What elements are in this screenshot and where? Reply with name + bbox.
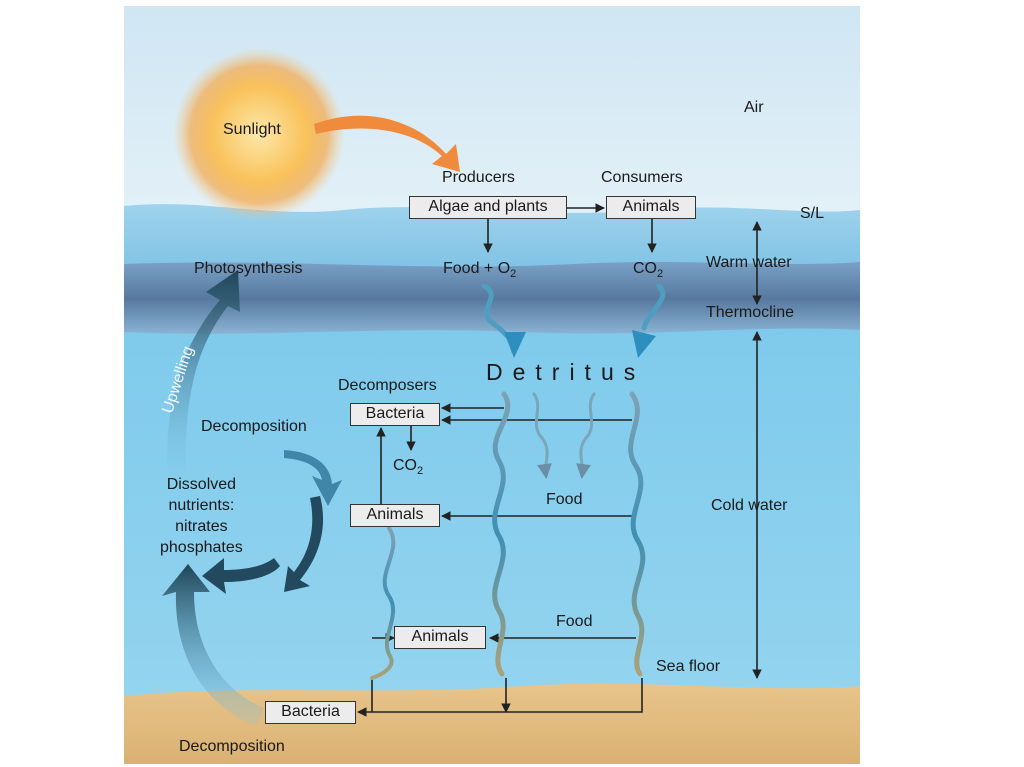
- algae-and-plants-box: Algae and plants: [409, 196, 567, 219]
- decomposition-bottom-label: Decomposition: [179, 739, 285, 755]
- decomposers-label: Decomposers: [338, 378, 437, 394]
- producers-label: Producers: [442, 170, 515, 186]
- thermocline-label: Thermocline: [706, 305, 794, 321]
- animals-mid-box: Animals: [350, 504, 440, 527]
- decomposition-mid-label: Decomposition: [201, 419, 307, 435]
- cold-water-label: Cold water: [711, 498, 787, 514]
- air-label: Air: [744, 100, 764, 116]
- co2-bacteria-text: CO: [393, 457, 417, 474]
- o2-subscript: 2: [510, 268, 516, 280]
- sunlight-label: Sunlight: [223, 122, 281, 138]
- sea-floor-label: Sea floor: [656, 659, 720, 675]
- photosynthesis-label: Photosynthesis: [194, 261, 303, 277]
- detritus-label: Detritus: [486, 361, 645, 384]
- bacteria-decomposer-box: Bacteria: [350, 403, 440, 426]
- ocean-nutrient-cycle-diagram: Air Sunlight Producers Consumers S/L Alg…: [124, 6, 860, 764]
- food-o2-label: Food + O2: [443, 261, 516, 280]
- co2-surface-label: CO2: [633, 261, 663, 280]
- surface-label: S/L: [800, 206, 824, 222]
- food-o2-text: Food + O: [443, 260, 510, 277]
- co2-bacteria-subscript: 2: [417, 465, 423, 477]
- diagram-graphics: [124, 6, 860, 764]
- animals-low-box: Animals: [394, 626, 486, 649]
- bacteria-floor-box: Bacteria: [265, 701, 356, 724]
- co2-bacteria-label: CO2: [393, 458, 423, 477]
- co2-surface-text: CO: [633, 260, 657, 277]
- warm-water-label: Warm water: [706, 255, 792, 271]
- dissolved-nutrients-label: Dissolved nutrients: nitrates phosphates: [160, 474, 243, 558]
- food-low-label: Food: [556, 614, 592, 630]
- food-mid-label: Food: [546, 492, 582, 508]
- animals-consumer-box: Animals: [606, 196, 696, 219]
- consumers-label: Consumers: [601, 170, 683, 186]
- co2-surface-subscript: 2: [657, 268, 663, 280]
